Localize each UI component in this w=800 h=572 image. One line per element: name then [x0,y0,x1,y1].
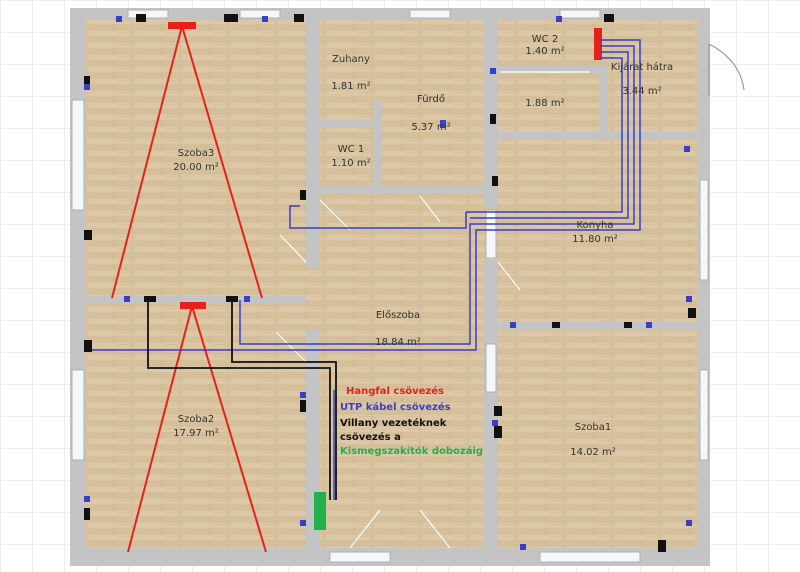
legend-power-line1: Villany vezetéknek [340,417,447,429]
speaker-box-kijarat [594,28,602,60]
breaker-box [314,492,326,530]
room-area-kijarat: 3.44 m² [622,86,661,97]
room-area-szoba2: 17.97 m² [173,428,219,439]
room-name-eloszoba: Előszoba [376,309,420,321]
room-name-szoba2: Szoba2 [178,414,215,425]
room-area-unnamed: 1.88 m² [525,98,564,109]
room-name-konyha: Konyha [577,220,614,231]
power-conduits [147,300,337,500]
room-name-zuhany: Zuhany [332,54,370,65]
room-area-konyha: 11.80 m² [572,234,618,245]
doors [275,43,745,549]
room-name-furdo: Fürdő [417,93,445,105]
legend: Hangfal csövezés UTP kábel csövezés Vill… [340,385,483,457]
floor [86,20,698,548]
room-name-wc1: WC 1 [338,144,364,155]
room-name-kijarat: Kijárat hátra [611,61,673,73]
windows [71,9,709,563]
room-area-wc2: 1.40 m² [525,46,564,57]
room-name-szoba3: Szoba3 [178,148,215,159]
legend-power-line2: csövezés a [340,431,401,443]
room-area-szoba1: 14.02 m² [570,447,616,458]
outlets [84,14,696,552]
legend-breaker: Kismegszakítók dobozáig [340,445,483,457]
room-area-szoba3: 20.00 m² [173,162,219,173]
room-area-eloszoba: 18.84 m² [375,337,421,348]
room-area-zuhany: 1.81 m² [331,81,370,92]
speaker-wiring [111,25,267,553]
utp-cable-routes [86,39,641,500]
room-area-wc1: 1.10 m² [331,158,370,169]
speaker-box-szoba3 [168,22,196,29]
speaker-box-szoba2 [180,302,206,309]
room-labels: Szoba3 20.00 m² Zuhany 1.81 m² Fürdő 5.3… [173,34,673,458]
room-area-furdo: 5.37 m² [411,122,450,133]
room-name-wc2: WC 2 [532,34,558,45]
legend-utp: UTP kábel csövezés [340,401,451,413]
legend-speaker: Hangfal csövezés [346,385,444,397]
room-name-szoba1: Szoba1 [575,422,612,433]
